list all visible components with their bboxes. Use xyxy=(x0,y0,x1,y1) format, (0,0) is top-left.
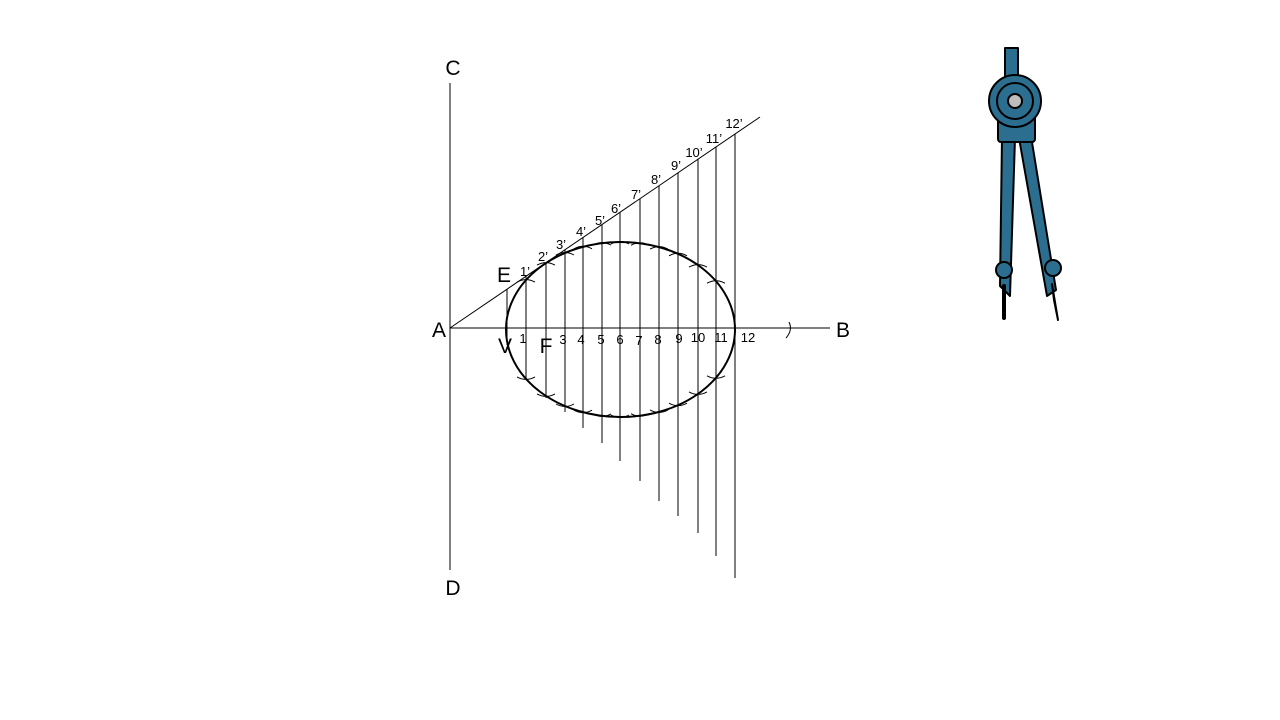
arc-mark xyxy=(610,414,630,418)
division-label-11: 11 xyxy=(714,330,728,345)
primed-label-4: 4’ xyxy=(576,224,586,239)
compass-left-joint xyxy=(995,261,1013,279)
primed-label-3: 3’ xyxy=(556,237,566,252)
label-a: A xyxy=(432,319,446,342)
primed-label-12: 12’ xyxy=(725,116,742,131)
label-b: B xyxy=(836,319,850,342)
division-label-4: 4 xyxy=(577,332,584,347)
division-labels: 1 3 4 5 6 7 8 9 10 11 12 xyxy=(519,330,755,348)
arc-mark xyxy=(668,402,688,407)
arc-mark xyxy=(688,391,708,395)
arc-mark xyxy=(706,280,726,284)
arc-mark xyxy=(536,262,556,266)
compass-right-joint xyxy=(1044,259,1062,277)
arc-mark xyxy=(688,264,708,268)
primed-label-7: 7’ xyxy=(631,187,641,202)
curve-arc-marks xyxy=(516,241,726,418)
label-e: E xyxy=(497,264,511,287)
primed-label-9: 9’ xyxy=(671,158,681,173)
arc-mark xyxy=(573,245,593,250)
arc-mark xyxy=(630,413,650,417)
arc-mark xyxy=(555,403,575,407)
division-label-5: 5 xyxy=(597,332,604,347)
arc-mark xyxy=(516,279,536,283)
primed-label-11: 11’ xyxy=(706,131,722,146)
arc-mark xyxy=(555,252,575,256)
division-label-10: 10 xyxy=(691,330,705,345)
arc-mark xyxy=(630,242,650,246)
primed-labels: 1’ 2’ 3’ 4’ 5’ 6’ 7’ 8’ 9’ 10’ 11’ 12’ xyxy=(520,116,743,279)
arc-mark xyxy=(649,409,669,413)
arc-mark xyxy=(573,409,593,414)
primed-label-10: 10’ xyxy=(685,145,702,160)
arc-mark xyxy=(785,321,791,339)
drawing-compass-icon xyxy=(988,47,1062,321)
division-label-3: 3 xyxy=(559,332,566,347)
division-label-7: 7 xyxy=(635,333,642,348)
division-lines xyxy=(506,134,736,578)
arc-mark xyxy=(649,246,669,250)
primed-label-5: 5’ xyxy=(595,213,605,228)
arc-mark xyxy=(668,252,688,257)
primed-label-6: 6’ xyxy=(611,201,621,216)
label-d: D xyxy=(445,577,460,600)
division-label-12: 12 xyxy=(741,330,755,345)
division-label-9: 9 xyxy=(675,331,682,346)
label-f: F xyxy=(540,335,553,358)
primed-label-2: 2’ xyxy=(538,249,548,264)
arc-mark xyxy=(592,413,612,417)
label-v: V xyxy=(498,335,512,358)
compass-pencil-tip xyxy=(1051,283,1059,321)
arc-mark xyxy=(536,393,556,397)
label-c: C xyxy=(445,57,460,80)
division-label-8: 8 xyxy=(654,332,661,347)
primed-label-1: 1’ xyxy=(520,264,530,279)
arc-mark xyxy=(610,241,630,245)
division-label-6: 6 xyxy=(616,332,623,347)
compass-pivot xyxy=(1007,93,1023,109)
arc-mark xyxy=(516,376,536,380)
primed-label-8: 8’ xyxy=(651,172,661,187)
arc-mark xyxy=(706,375,726,379)
division-label-1: 1 xyxy=(519,331,526,346)
eccentricity-line xyxy=(449,116,761,329)
arc-mark xyxy=(592,242,612,246)
